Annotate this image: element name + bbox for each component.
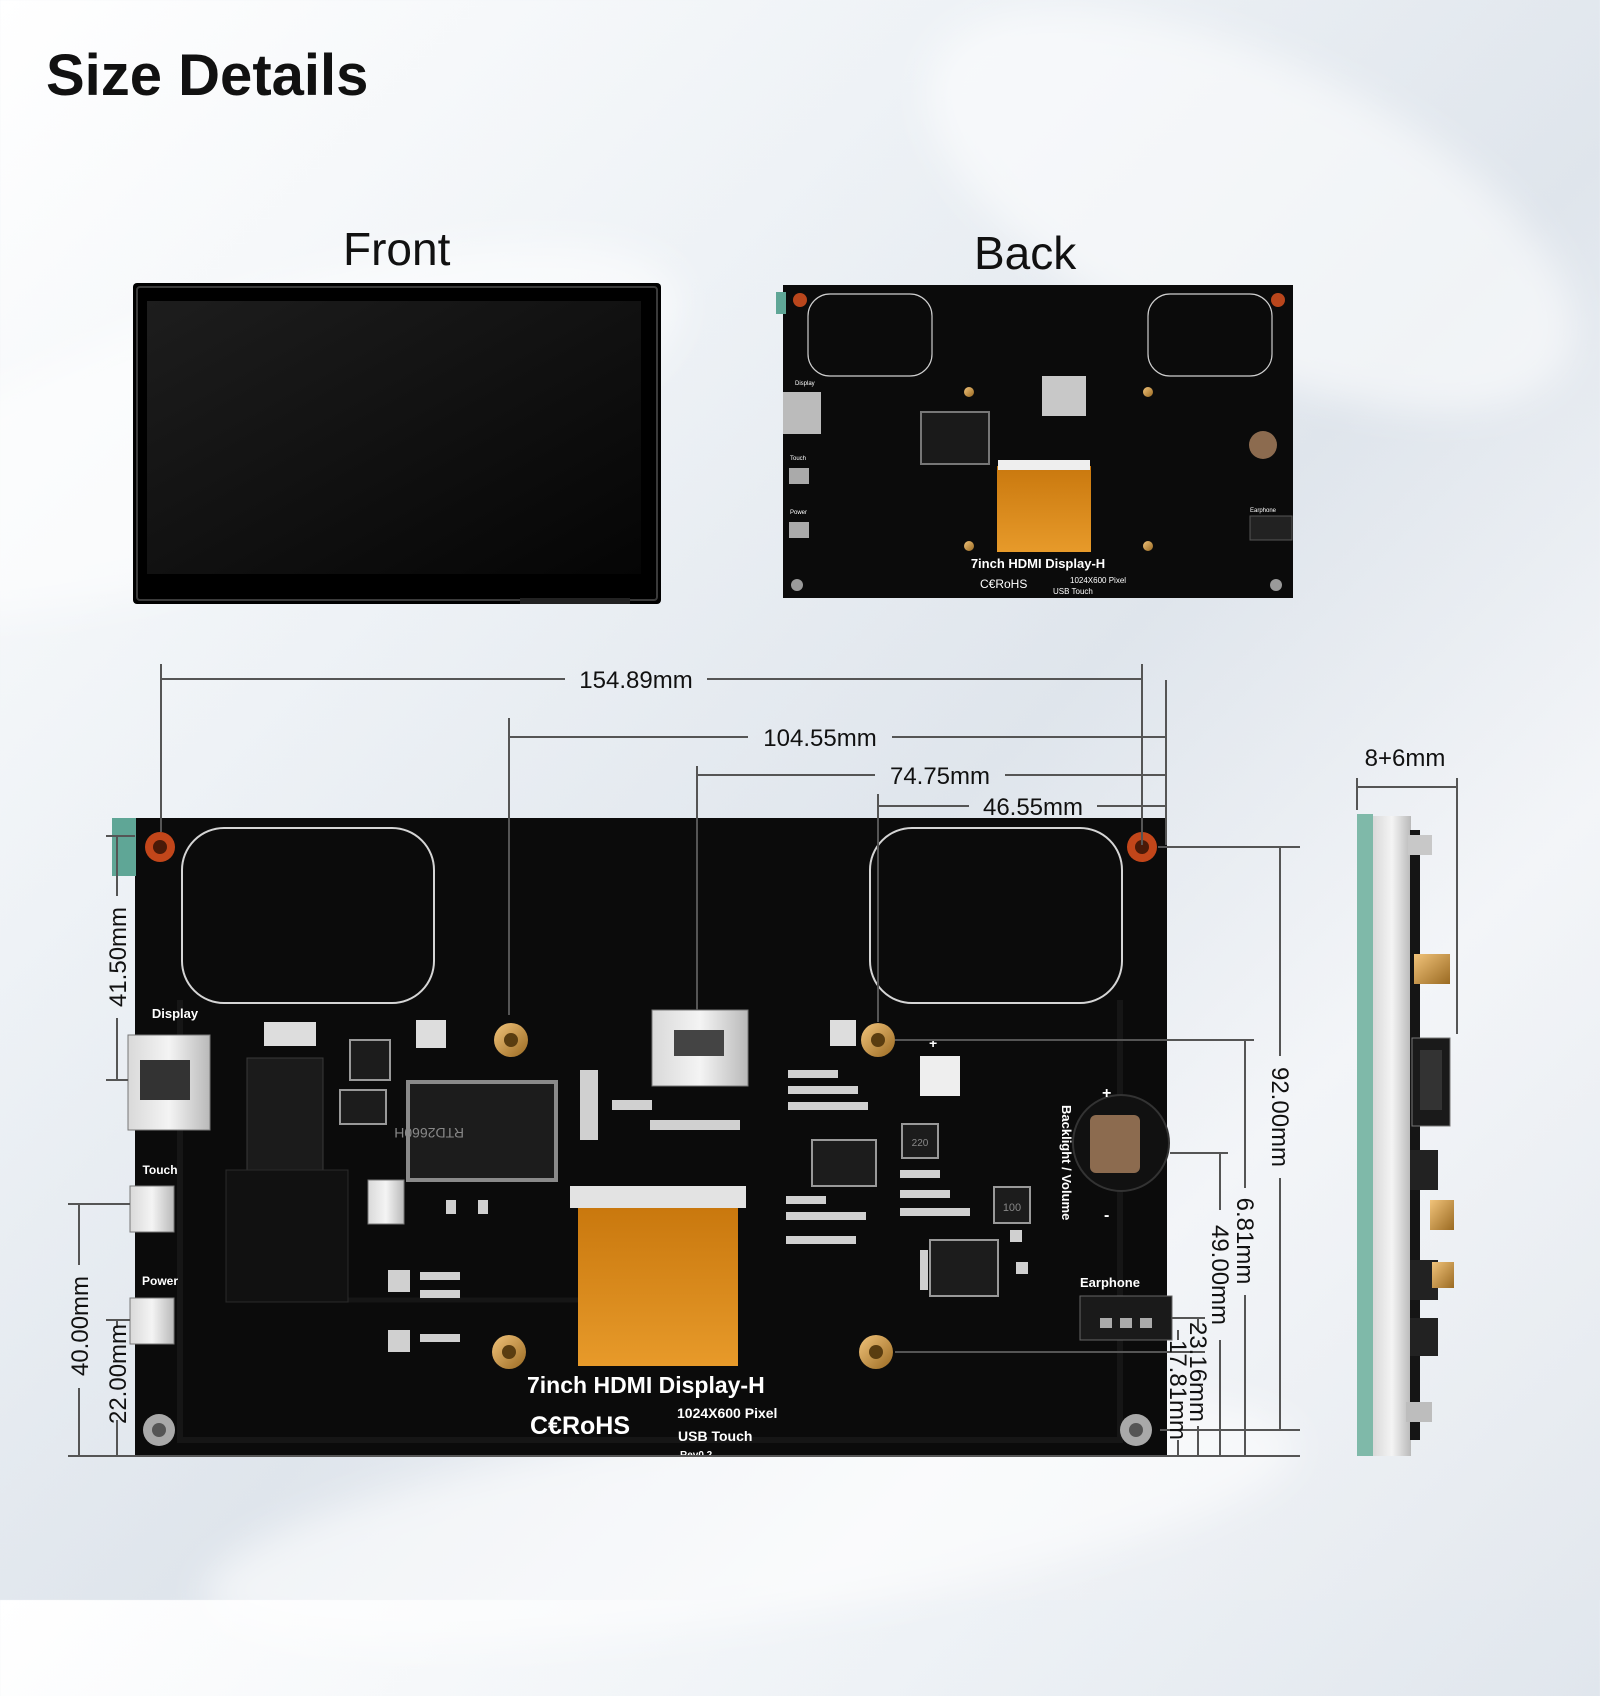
small-board-certs: C€RoHS [980,577,1027,591]
chip-text: RTD2660H [394,1125,464,1141]
small-label-display: Display [795,381,815,387]
mounting-hole-red [1127,832,1157,862]
dim-width-standoff-2: 46.55mm [983,794,1083,821]
label-display: Display [152,1006,199,1021]
mounting-hole-silver [1120,1414,1152,1446]
flex-cable [578,1208,738,1366]
label-earphone: Earphone [1080,1275,1140,1290]
screen-area [147,301,641,574]
standoff [494,1023,528,1057]
dim-earphone-height: 23.16mm [1184,1322,1211,1422]
dim-lower-standoff: 17.81mm [1164,1340,1191,1440]
front-view-label: Front [343,223,451,275]
dim-power-usb: 22.00mm [105,1324,132,1424]
small-label-earphone: Earphone [1250,508,1277,514]
label-plus: + [1102,1085,1111,1102]
small-label-power: Power [790,510,807,516]
touch-antenna-window [869,827,1123,1004]
back-board-large: RTD2660H 100 220 [112,818,1173,1461]
dim-width-standoff-1: 104.55mm [763,725,876,752]
standoff [859,1335,893,1369]
micro-usb-power [129,1297,175,1345]
dim-width-overall: 154.89mm [579,667,692,694]
small-board-name: 7inch HDMI Display-H [971,556,1105,571]
label-minus: - [1104,1207,1109,1224]
small-board-touch: USB Touch [1053,587,1093,596]
dim-height-mount: 92.00mm [1266,1067,1293,1167]
main-chip [406,1080,558,1182]
label-power: Power [142,1274,178,1288]
board-touch: USB Touch [678,1428,752,1444]
dim-width-hdmi: 74.75mm [890,763,990,790]
side-clip [112,818,136,876]
mounting-hole-silver [143,1414,175,1446]
label-plus-fan: + [929,1035,937,1051]
dim-hdmi-offset: 41.50mm [105,907,132,1007]
back-board-small: 7inch HDMI Display-H 1024X600 Pixel USB … [776,285,1293,598]
dim-touch-usb: 40.00mm [67,1276,94,1376]
front-display [133,283,661,604]
small-board-resolution: 1024X600 Pixel [1070,576,1126,585]
page-title: Size Details [46,43,369,108]
micro-usb-touch-internal [367,1179,405,1225]
dimension-lines [68,664,1458,1457]
board-name: 7inch HDMI Display-H [527,1372,765,1398]
label-touch: Touch [142,1163,177,1177]
micro-usb-touch [129,1185,175,1233]
touch-antenna-window [181,827,435,1004]
board-certs: C€RoHS [530,1412,630,1440]
dim-knob-height: 49.00mm [1206,1225,1233,1325]
fpc-connector [570,1186,746,1208]
standoff [492,1335,526,1369]
inductor-text: 100 [1003,1202,1021,1214]
mounting-hole-red [145,832,175,862]
dim-standoff-height: 6.81mm [1231,1198,1258,1285]
back-view-label: Back [974,227,1077,279]
side-profile [1357,814,1454,1456]
inductor-text-2: 220 [912,1138,929,1149]
diagram-canvas: 7inch HDMI Display-H 1024X600 Pixel USB … [67,283,1458,1461]
standoff [861,1023,895,1057]
small-label-touch: Touch [790,456,806,462]
dim-thickness: 8+6mm [1365,745,1446,772]
label-backlight-volume: Backlight / Volume [1059,1105,1074,1220]
board-resolution: 1024X600 Pixel [677,1405,777,1421]
